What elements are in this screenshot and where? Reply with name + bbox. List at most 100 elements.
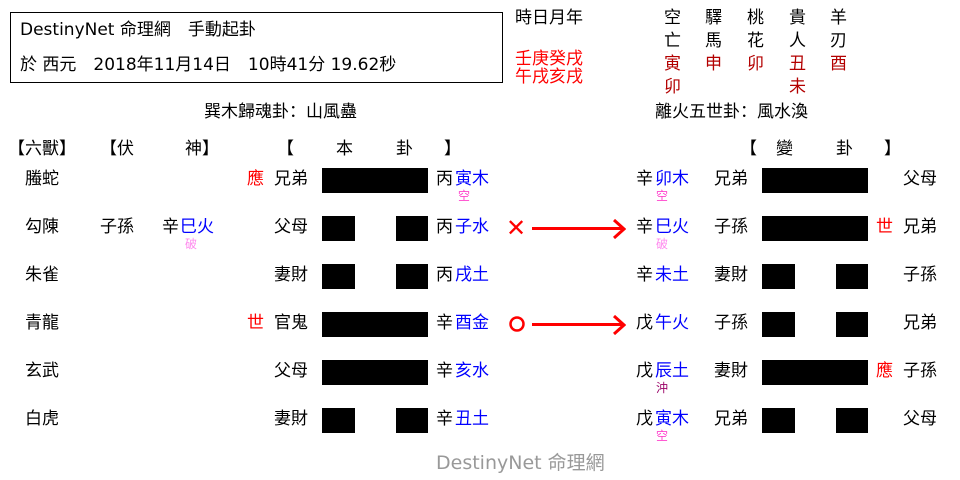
- shensha-label-top: 貴: [789, 8, 806, 28]
- changed-right-relation: 父母: [903, 409, 937, 429]
- header-main-mid2: 卦: [396, 139, 413, 159]
- changed-relation: 子孫: [714, 313, 748, 333]
- datetime-line: 於 西元 2018年11月14日 10時41分 19.62秒: [20, 55, 397, 75]
- six-beast: 白虎: [25, 409, 59, 429]
- ganzhi-stems: 壬庚癸戌: [515, 49, 583, 69]
- line-branch: 丑土: [455, 409, 489, 429]
- line-marker: 應: [247, 169, 264, 189]
- shensha-label-top: 桃: [747, 8, 764, 28]
- header-changed-mid2: 卦: [836, 139, 853, 159]
- changed-stem: 戊: [636, 409, 653, 429]
- line-branch: 戌土: [455, 265, 489, 285]
- line-branch: 亥水: [455, 361, 489, 381]
- changed-yin-line-right: [836, 264, 868, 289]
- shensha-label-top: 驛: [705, 8, 722, 28]
- changed-stem: 辛: [636, 265, 653, 285]
- shensha-value: 丑: [789, 54, 806, 74]
- yin-line-left: [322, 408, 355, 433]
- yang-line: [322, 168, 428, 193]
- line-branch: 子水: [455, 217, 489, 237]
- changed-relation: 子孫: [714, 217, 748, 237]
- six-relation: 父母: [274, 361, 308, 381]
- changed-relation: 兄弟: [714, 409, 748, 429]
- ganzhi-label: 時日月年: [515, 8, 583, 28]
- changed-yin-line-right: [836, 312, 868, 337]
- changed-branch: 辰土: [655, 361, 689, 381]
- changed-yang-line: [762, 216, 868, 241]
- shensha-label-bottom: 刃: [830, 31, 847, 51]
- changed-yin-line-left: [762, 312, 795, 337]
- changed-line-marker: 應: [876, 361, 893, 381]
- yin-line-left: [322, 264, 355, 289]
- changed-note: 空: [656, 429, 669, 443]
- header-main-close: 】: [444, 139, 461, 159]
- header-hidden-close: 神】: [185, 139, 219, 159]
- line-stem: 辛: [436, 409, 453, 429]
- shensha-label-bottom: 亡: [664, 31, 681, 51]
- changed-stem: 辛: [636, 217, 653, 237]
- changed-right-relation: 父母: [903, 169, 937, 189]
- line-marker: 世: [247, 313, 264, 333]
- changed-stem: 戊: [636, 361, 653, 381]
- line-stem: 辛: [436, 361, 453, 381]
- line-stem: 丙: [436, 265, 453, 285]
- changed-branch: 巳火: [655, 217, 689, 237]
- six-beast: 朱雀: [25, 265, 59, 285]
- six-beast: 勾陳: [25, 217, 59, 237]
- six-relation: 兄弟: [274, 169, 308, 189]
- line-note: 空: [458, 189, 471, 203]
- hidden-note: 破: [185, 237, 198, 251]
- changed-yin-line-right: [836, 408, 868, 433]
- header-main-mid1: 本: [336, 139, 353, 159]
- six-relation: 妻財: [274, 409, 308, 429]
- yin-line-right: [396, 264, 428, 289]
- hidden-relation: 子孫: [100, 217, 134, 237]
- six-beast: 螣蛇: [25, 169, 59, 189]
- site-title: DestinyNet 命理網 手動起卦: [20, 20, 256, 40]
- line-stem: 丙: [436, 169, 453, 189]
- yang-line: [322, 312, 428, 337]
- six-relation: 官鬼: [274, 313, 308, 333]
- hidden-stem: 辛: [162, 217, 179, 237]
- changed-relation: 妻財: [714, 361, 748, 381]
- shensha-value: 卯: [747, 54, 764, 74]
- changed-right-relation: 子孫: [903, 361, 937, 381]
- yang-line: [322, 360, 428, 385]
- shensha-label-bottom: 馬: [705, 31, 722, 51]
- shensha-value: 卯: [664, 77, 681, 97]
- shensha-label-bottom: 花: [747, 31, 764, 51]
- header-six-beasts: 【六獸】: [8, 139, 76, 159]
- six-relation: 妻財: [274, 265, 308, 285]
- changed-yang-line: [762, 168, 868, 193]
- header-changed-mid1: 變: [776, 139, 793, 159]
- moving-yin-cross-icon: ✕: [506, 214, 527, 242]
- hidden-branch: 巳火: [180, 217, 214, 237]
- changed-stem: 戊: [636, 313, 653, 333]
- header-hidden-open: 【伏: [100, 139, 134, 159]
- changed-note: 沖: [656, 381, 669, 395]
- shensha-value: 寅: [664, 54, 681, 74]
- changed-branch: 午火: [655, 313, 689, 333]
- shensha-label-top: 空: [664, 8, 681, 28]
- changed-branch: 卯木: [655, 169, 689, 189]
- changed-note: 破: [656, 237, 669, 251]
- footer-watermark: DestinyNet 命理網: [436, 452, 605, 474]
- line-stem: 辛: [436, 313, 453, 333]
- line-stem: 丙: [436, 217, 453, 237]
- changed-yang-line: [762, 360, 868, 385]
- changed-relation: 妻財: [714, 265, 748, 285]
- ganzhi-branches: 午戌亥戌: [515, 67, 583, 87]
- arrow-head-icon: [612, 219, 626, 239]
- line-branch: 寅木: [455, 169, 489, 189]
- shensha-value: 申: [705, 54, 722, 74]
- changed-relation: 兄弟: [714, 169, 748, 189]
- six-beast: 青龍: [25, 313, 59, 333]
- shensha-value: 未: [789, 77, 806, 97]
- changed-yin-line-left: [762, 264, 795, 289]
- yin-line-right: [396, 408, 428, 433]
- line-branch: 酉金: [455, 313, 489, 333]
- changed-stem: 辛: [636, 169, 653, 189]
- header-changed-open: 【: [740, 139, 757, 159]
- header-main-open: 【: [277, 139, 294, 159]
- six-relation: 父母: [274, 217, 308, 237]
